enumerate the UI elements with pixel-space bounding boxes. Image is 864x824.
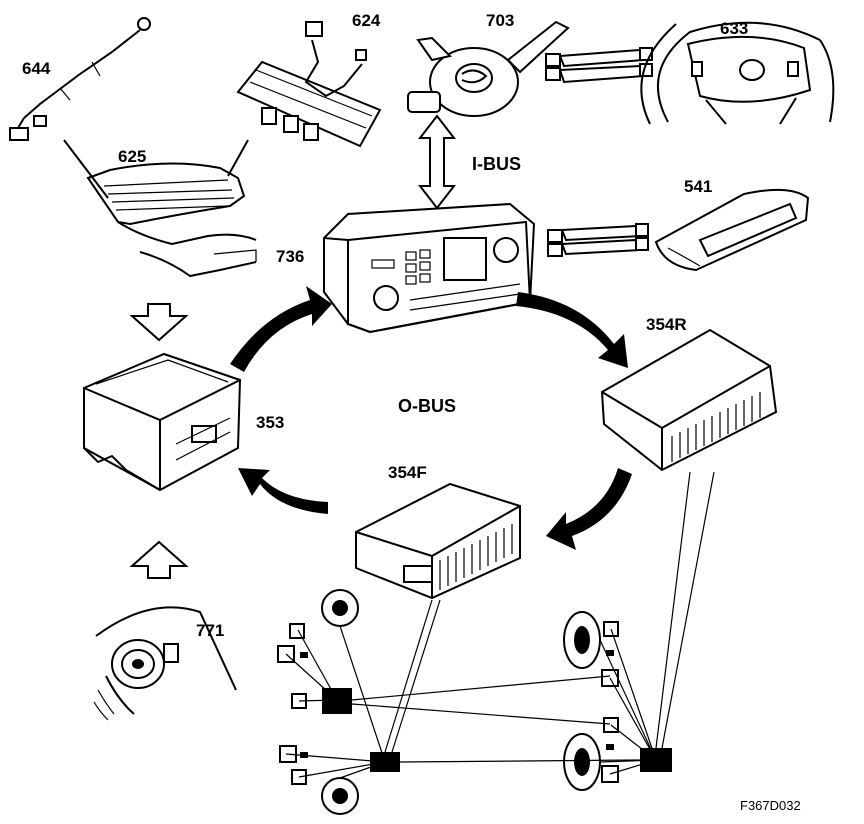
- ibus-double-arrow: [417, 114, 457, 210]
- obus-ring-arrows: [230, 286, 632, 550]
- antenna-amplifier-illustration: [236, 21, 382, 148]
- front-amplifier-illustration: [355, 482, 521, 600]
- label-354F: 354F: [388, 463, 427, 482]
- figure-code: F367D032: [740, 798, 801, 813]
- rear-amplifier-illustration: [600, 328, 778, 472]
- antenna-cable-illustration: [9, 17, 151, 141]
- label-736: 736: [276, 247, 304, 266]
- cd-changer-illustration: [83, 352, 242, 492]
- label-541: 541: [684, 177, 712, 196]
- label-624: 624: [352, 11, 381, 30]
- hollow-arrow-down: [129, 303, 189, 342]
- label-633: 633: [720, 19, 748, 38]
- label-771: 771: [196, 621, 224, 640]
- connector-cable-middle: [547, 223, 649, 257]
- label-625: 625: [118, 147, 146, 166]
- speaker-wiring: [277, 471, 715, 815]
- label-354R: 354R: [646, 315, 687, 334]
- label-703: 703: [486, 11, 514, 30]
- label-353: 353: [256, 413, 284, 432]
- ibus-label: I-BUS: [472, 154, 521, 174]
- connector-cable-top: [545, 47, 653, 84]
- hollow-arrow-up: [129, 540, 189, 579]
- aux-input-illustration: [93, 606, 237, 721]
- steering-wheel-illustration: [640, 21, 835, 125]
- radio-head-unit-illustration: [323, 202, 536, 334]
- rear-window-illustration: [63, 139, 257, 278]
- steering-column-module-illustration: [407, 20, 570, 117]
- obus-label: O-BUS: [398, 396, 456, 416]
- label-644: 644: [22, 59, 51, 78]
- info-display-illustration: [654, 188, 810, 272]
